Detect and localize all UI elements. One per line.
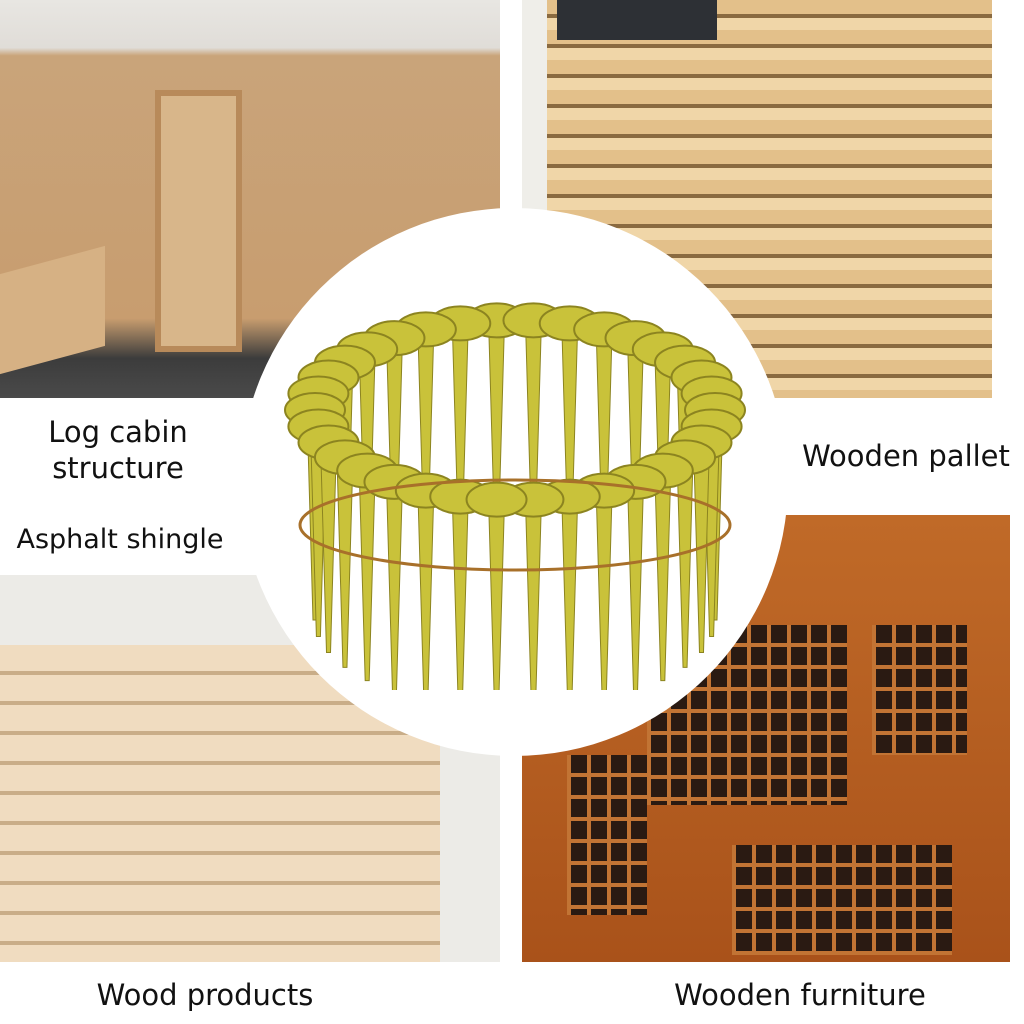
coil-nails-image [284,302,746,690]
wine-rack [872,625,967,755]
label-wooden-pallet: Wooden pallet [802,439,1010,473]
table [0,245,105,375]
label-log-cabin: Log cabin structure [48,415,188,485]
nail [465,481,528,690]
nail [573,311,636,540]
dark-background [557,0,717,40]
nail [336,452,399,682]
door-frame [155,90,242,352]
label-asphalt-shingle: Asphalt shingle [16,524,224,555]
collation-wire [298,478,732,572]
log-cabin-photo [0,0,500,398]
nail [394,311,457,540]
wine-rack [732,845,952,955]
wine-rack [567,755,647,915]
wine-rack [647,625,847,805]
label-wooden-furniture: Wooden furniture [674,978,926,1012]
label-wood-products: Wood products [96,978,314,1012]
